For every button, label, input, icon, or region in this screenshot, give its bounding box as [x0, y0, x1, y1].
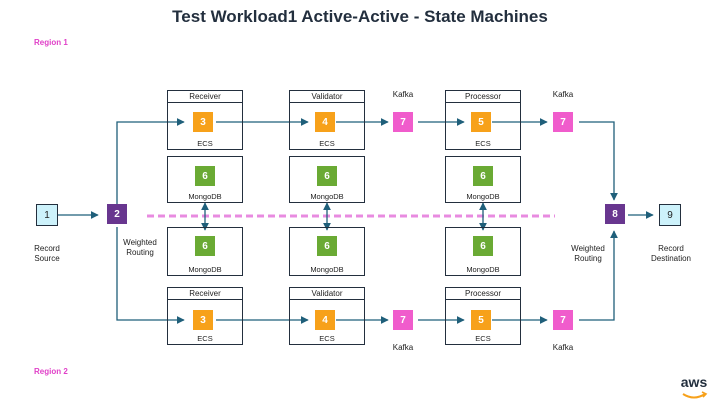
record-source-label: Record Source	[22, 244, 72, 264]
weighted-routing-in-label: Weighted Routing	[112, 238, 168, 258]
kafka-node-top-1: 7	[393, 112, 413, 132]
processor-ecs-node-top: 5	[471, 112, 491, 132]
processor-ecs-label: ECS	[475, 334, 491, 343]
kafka-node-bottom-2: 7	[553, 310, 573, 330]
validator-frame-title: Validator	[290, 288, 364, 300]
kafka-label-bottom-2: Kafka	[552, 343, 574, 352]
mongodb-label: MongoDB	[310, 265, 344, 274]
page-title: Test Workload1 Active-Active - State Mac…	[172, 7, 548, 26]
arrow-kafka-router-bottom	[579, 230, 618, 321]
weighted-router-in: 2	[107, 204, 127, 224]
weighted-router-out: 8	[605, 204, 625, 224]
arrow-router-receiver-bottom	[116, 227, 185, 324]
kafka-label-top-1: Kafka	[392, 90, 414, 99]
receiver-frame-title: Receiver	[168, 91, 242, 103]
mongodb-node-processor-top: 6	[473, 166, 493, 186]
record-destination-label-line2: Destination	[650, 254, 692, 263]
mongodb-node-validator-bottom: 6	[317, 236, 337, 256]
arrow-router-receiver-top	[116, 118, 185, 204]
mongodb-frame-processor-bottom: MongoDB	[445, 227, 521, 276]
receiver-frame-bottom: Receiver ECS	[167, 287, 243, 345]
mongodb-label: MongoDB	[188, 192, 222, 201]
processor-frame-title: Processor	[446, 288, 520, 300]
mongodb-node-validator-top: 6	[317, 166, 337, 186]
validator-frame-top: Validator ECS	[289, 90, 365, 150]
processor-ecs-label: ECS	[475, 139, 491, 148]
receiver-ecs-node-top: 3	[193, 112, 213, 132]
record-destination-label: Record Destination	[640, 244, 702, 264]
processor-ecs-node-bottom: 5	[471, 310, 491, 330]
validator-ecs-label: ECS	[319, 334, 335, 343]
weighted-routing-out-line1: Weighted	[571, 244, 605, 253]
validator-frame-title: Validator	[290, 91, 364, 103]
mongodb-node-receiver-bottom: 6	[195, 236, 215, 256]
mongodb-frame-validator-bottom: MongoDB	[289, 227, 365, 276]
mongodb-frame-validator-top: MongoDB	[289, 156, 365, 203]
processor-frame-top: Processor ECS	[445, 90, 521, 150]
mongodb-node-processor-bottom: 6	[473, 236, 493, 256]
mongodb-label: MongoDB	[466, 265, 500, 274]
mongodb-label: MongoDB	[188, 265, 222, 274]
weighted-routing-in-line1: Weighted	[123, 238, 157, 247]
aws-smile-icon	[682, 391, 708, 399]
kafka-label-top-2: Kafka	[552, 90, 574, 99]
weighted-routing-in-line2: Routing	[126, 248, 154, 257]
validator-ecs-node-bottom: 4	[315, 310, 335, 330]
receiver-frame-title: Receiver	[168, 288, 242, 300]
mongodb-label: MongoDB	[466, 192, 500, 201]
arrow-kafka-router-top	[579, 121, 618, 201]
record-source-label-line2: Source	[34, 254, 60, 263]
kafka-node-bottom-1: 7	[393, 310, 413, 330]
weighted-routing-out-line2: Routing	[574, 254, 602, 263]
record-destination-node: 9	[659, 204, 681, 226]
record-source-label-line1: Record	[34, 244, 60, 253]
weighted-routing-out-label: Weighted Routing	[560, 244, 616, 264]
region-2-label: Region 2	[34, 367, 68, 376]
record-source-node: 1	[36, 204, 58, 226]
mongodb-frame-receiver-bottom: MongoDB	[167, 227, 243, 276]
processor-frame-title: Processor	[446, 91, 520, 103]
mongodb-frame-receiver-top: MongoDB	[167, 156, 243, 203]
record-destination-label-line1: Record	[658, 244, 684, 253]
kafka-node-top-2: 7	[553, 112, 573, 132]
validator-ecs-label: ECS	[319, 139, 335, 148]
validator-ecs-node-top: 4	[315, 112, 335, 132]
receiver-ecs-label: ECS	[197, 334, 213, 343]
validator-frame-bottom: Validator ECS	[289, 287, 365, 345]
mongodb-label: MongoDB	[310, 192, 344, 201]
aws-logo: aws	[674, 374, 714, 402]
mongodb-node-receiver-top: 6	[195, 166, 215, 186]
kafka-label-bottom-1: Kafka	[392, 343, 414, 352]
receiver-frame-top: Receiver ECS	[167, 90, 243, 150]
receiver-ecs-node-bottom: 3	[193, 310, 213, 330]
receiver-ecs-label: ECS	[197, 139, 213, 148]
mongodb-frame-processor-top: MongoDB	[445, 156, 521, 203]
aws-logo-text: aws	[680, 374, 708, 390]
processor-frame-bottom: Processor ECS	[445, 287, 521, 345]
region-1-label: Region 1	[34, 38, 68, 47]
